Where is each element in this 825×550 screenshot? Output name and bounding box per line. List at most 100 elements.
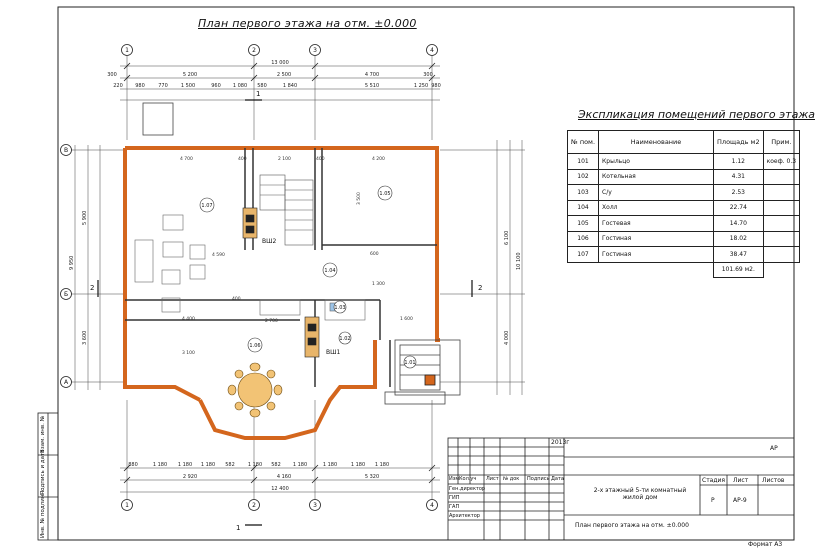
dim-d4: 960 — [211, 83, 221, 89]
int-dim-8: 3 100 — [182, 350, 195, 356]
cell — [762, 184, 801, 201]
porch-column — [424, 374, 436, 386]
section-labels: 1 1 2 2 — [90, 90, 482, 532]
dim-d8: 5 510 — [365, 83, 379, 89]
room-103: 1.03 — [334, 305, 345, 311]
axis-labels: 1 2 3 4 1 2 3 4 В Б А — [64, 47, 434, 509]
axis-label-4: 4 — [430, 47, 434, 54]
cell — [762, 168, 801, 185]
dim-b1: 1 180 — [153, 462, 167, 468]
dim-b5: 1 180 — [248, 462, 262, 468]
side-stamp-1: Подпись и дата — [40, 449, 46, 495]
int-dim-6: 2 700 — [265, 318, 278, 324]
col-num: № пом. — [566, 130, 600, 154]
dim-b2: 1 180 — [178, 462, 192, 468]
room-107-dim: 4 590 — [212, 252, 225, 258]
explication-table: № пом. Наименование Площадь м2 Прим. 101… — [566, 130, 801, 278]
axis-label-2: 2 — [252, 47, 256, 54]
cell: Крыльцо — [598, 153, 715, 170]
int-dim-5: 4 400 — [182, 316, 195, 322]
side-stamp-0: Инв. № подлинн. — [40, 489, 46, 538]
dim-b8: 1 180 — [323, 462, 337, 468]
axis-markers — [60, 44, 438, 511]
wall-bay — [198, 340, 377, 440]
cell: Гостиная — [598, 230, 715, 247]
cell: Гостевая — [598, 215, 715, 232]
stamp-col-list: Лист — [486, 476, 499, 482]
cell: Котельная — [598, 168, 715, 185]
dimension-texts: 13 000 5 200 2 500 4 700 300 300 220 980… — [107, 60, 441, 492]
armchair — [162, 214, 184, 231]
int-dim-0: 4 700 — [180, 156, 193, 162]
stamp-col-doc: № док — [503, 476, 520, 482]
col-note: Прим. — [762, 130, 801, 154]
cell — [762, 246, 801, 263]
side-stamp-2: Взам. инв. № — [40, 415, 46, 453]
dim-left-2: 3 600 — [82, 331, 88, 345]
cell: 18.02 — [713, 230, 764, 247]
cell: 2.53 — [713, 184, 764, 201]
axis-a-left — [60, 376, 72, 388]
cell: Холл — [598, 199, 715, 216]
stamp-sheets-label: Листов — [762, 477, 785, 484]
axis-label-1b: 1 — [125, 502, 129, 509]
stamp-sheet-label: Лист — [733, 477, 749, 484]
cell: 106 — [566, 230, 600, 247]
sofa — [134, 239, 154, 283]
armchair — [189, 244, 206, 260]
interior-walls — [125, 148, 437, 387]
stamp-stage-label: Стадия — [702, 477, 726, 484]
dim-top-300-left: 300 — [107, 72, 117, 78]
cell: С/у — [598, 184, 715, 201]
col-area: Площадь м2 — [713, 130, 764, 154]
exterior-walls — [123, 146, 440, 440]
vsh1-label: ВШ1 — [326, 349, 341, 356]
axis-label-1: 1 — [125, 47, 129, 54]
vertical-dimension-texts: 9 950 5 900 3 600 10 100 6 100 4 000 — [69, 211, 522, 345]
total-area: 101.69 м2. — [713, 261, 764, 278]
dim-right-2: 4 000 — [504, 331, 510, 345]
section-bottom: 1 — [236, 524, 240, 532]
cell: 101 — [566, 153, 600, 170]
stamp-role-2: ГАП — [449, 504, 460, 510]
cell — [762, 215, 801, 232]
axis-1-bottom — [121, 499, 133, 511]
stamp-format: Формат А3 — [748, 541, 783, 548]
interior-dimension-labels: 4 700 400 2 100 400 4 200 4 400 2 700 1 … — [180, 156, 413, 356]
axis-label-4b: 4 — [430, 502, 434, 509]
dim-d2: 770 — [158, 83, 168, 89]
dim-d7: 1 840 — [283, 83, 297, 89]
cell: 107 — [566, 246, 600, 263]
axis-b-left — [60, 288, 72, 300]
dining-table — [227, 362, 283, 418]
stamp-role-0: Ген.директор — [449, 486, 486, 492]
section-cuts — [97, 99, 473, 526]
stamp-role-3: Архитектор — [449, 513, 480, 519]
axis-3-top — [309, 44, 321, 56]
dim-bottom-1: 2 920 — [183, 474, 197, 480]
cell: 103 — [566, 184, 600, 201]
dim-d0: 220 — [113, 83, 123, 89]
dim-overall-top: 13 000 — [271, 60, 289, 66]
cell: 104 — [566, 199, 600, 216]
room-102: 1.02 — [339, 336, 350, 342]
wall-east-lower — [435, 330, 440, 342]
cell — [762, 230, 801, 247]
cell: 102 — [566, 168, 600, 185]
table-total-row: 101.69 м2. — [568, 261, 800, 278]
cell — [762, 199, 801, 216]
dim-b0: 880 — [128, 462, 138, 468]
section-left: 2 — [90, 284, 94, 292]
int-dim-10: 1 300 — [372, 281, 385, 287]
dim-d9: 1 250 — [414, 83, 428, 89]
int-dim-7: 1 600 — [400, 316, 413, 322]
cell: 22.74 — [713, 199, 764, 216]
bathroom-fixtures — [324, 299, 366, 321]
cell: 14.70 — [713, 215, 764, 232]
wall-west — [123, 148, 201, 402]
stamp-role-1: ГИП — [449, 495, 460, 501]
axis-v-left — [60, 144, 72, 156]
